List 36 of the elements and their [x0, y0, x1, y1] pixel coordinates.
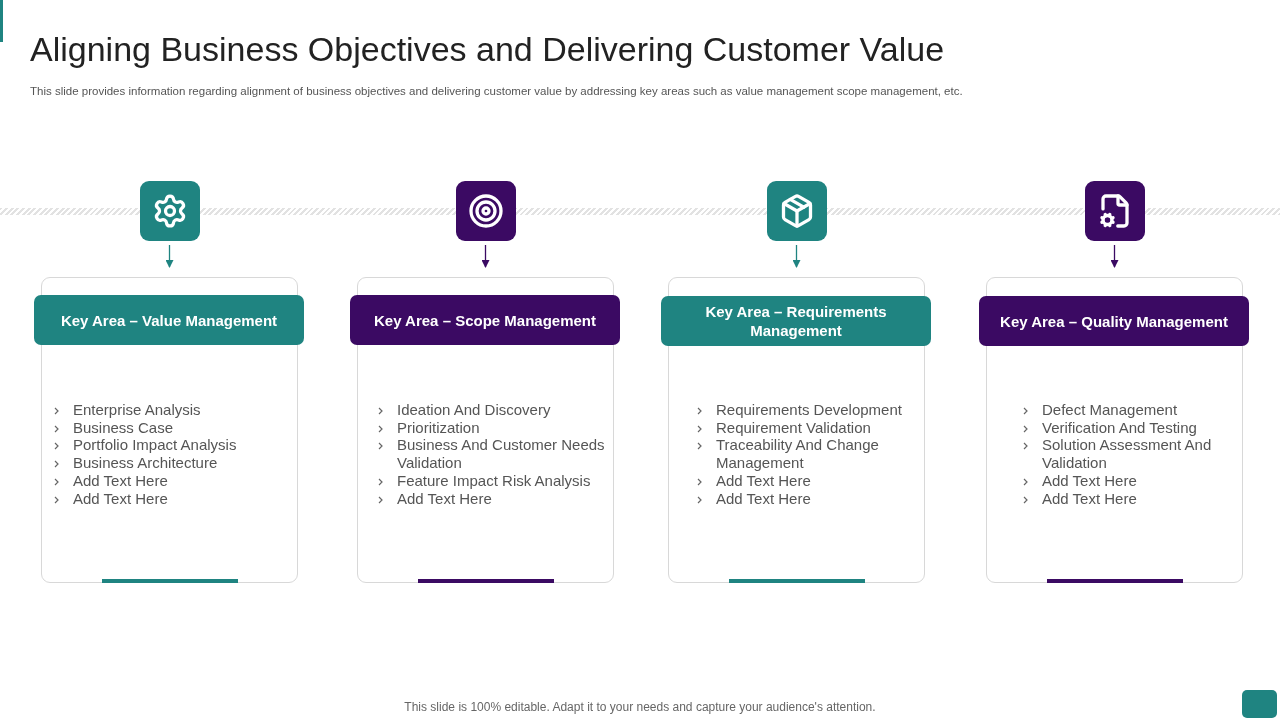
- header-text: Key Area – Value Management: [60, 310, 278, 330]
- list-item: Add Text Here: [1042, 471, 1137, 490]
- list-item: Business And Customer Needs Validation: [397, 436, 605, 472]
- list-item: Add Text Here: [716, 471, 811, 490]
- icon-tile: [1084, 181, 1145, 241]
- icon-tile: [766, 181, 827, 241]
- header-text: Key Area – Requirements Management: [704, 302, 888, 340]
- arrow: [792, 244, 801, 268]
- header-text: Key Area – Quality Management: [1000, 311, 1228, 331]
- list-item: Feature Impact Risk Analysis: [397, 471, 591, 490]
- list-item: Portfolio Impact Analysis: [73, 436, 237, 455]
- icon-tile: [139, 181, 200, 241]
- list-item: Add Text Here: [73, 489, 168, 508]
- list-item: Add Text Here: [716, 489, 811, 508]
- arrow: [481, 244, 490, 268]
- list-item: Solution Assessment And Validation: [1042, 436, 1213, 472]
- list-item: Enterprise Analysis: [73, 401, 201, 419]
- footer-note: This slide is 100% editable. Adapt it to your needs and capture your audience's attention.: [403, 700, 877, 714]
- list-item: Add Text Here: [1042, 489, 1137, 508]
- list-item: Business Case: [73, 418, 174, 437]
- list-item: Defect Management: [1042, 401, 1178, 419]
- list-item: Ideation And Discovery: [397, 401, 551, 419]
- list-item: Business Architecture: [73, 454, 218, 472]
- subtitle: This slide provides information regarding alignment of business objectives and delivering customer value by addressing key areas such as value management scope management, etc.: [30, 85, 963, 97]
- list-item: Traceability And Change Management: [716, 436, 880, 472]
- header-text: Key Area – Scope Management: [374, 310, 596, 330]
- list-item: Requirements Development: [716, 401, 902, 419]
- list-item: Add Text Here: [397, 489, 492, 508]
- list-item: Prioritization: [397, 418, 480, 437]
- arrow: [165, 244, 174, 268]
- arrow: [1110, 244, 1119, 268]
- icon-tile: [455, 181, 516, 241]
- list-item: Verification And Testing: [1042, 418, 1197, 437]
- list-item: Add Text Here: [73, 471, 168, 490]
- title: Aligning Business Objectives and Delivering Customer Value: [30, 30, 945, 69]
- list-item: Requirement Validation: [716, 418, 871, 437]
